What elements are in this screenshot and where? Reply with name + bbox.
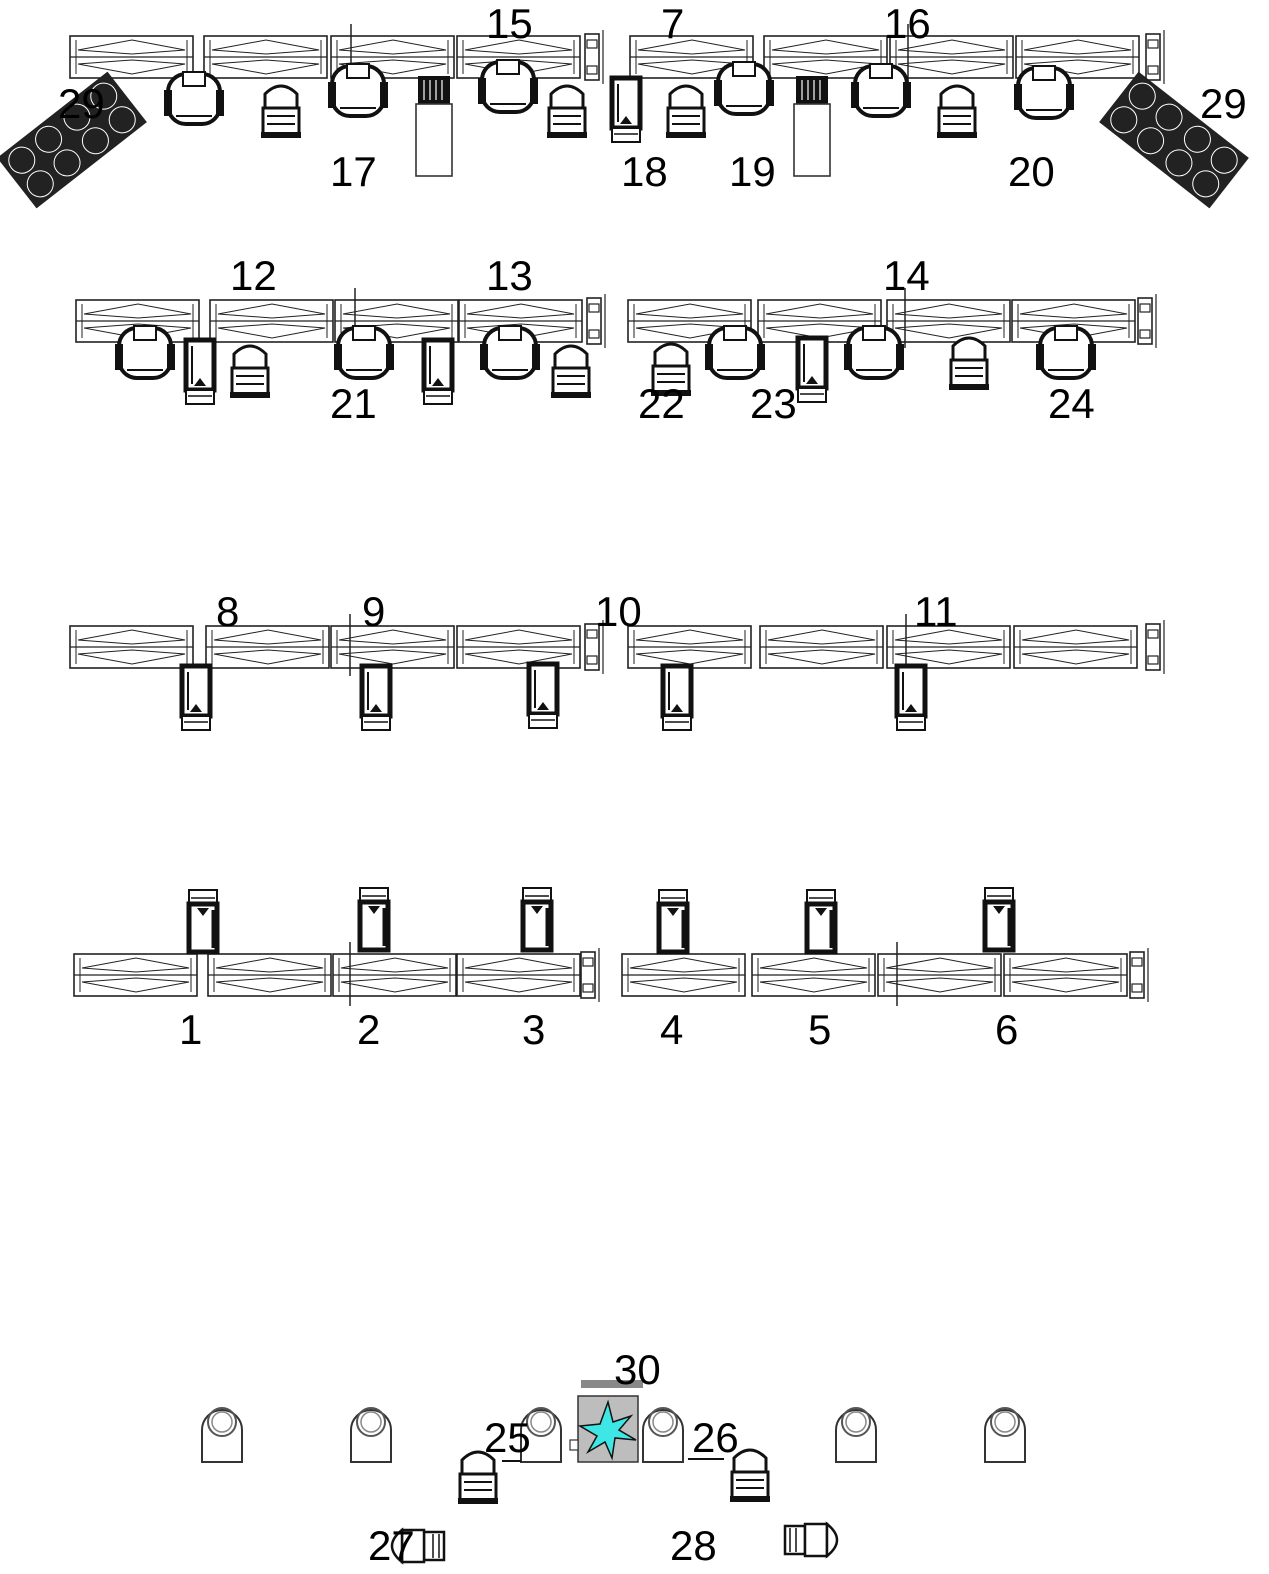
label-14: 14 [883, 252, 930, 299]
wash-fixture [1034, 324, 1098, 380]
truss-row-top [0, 24, 1250, 209]
label-5: 5 [808, 1006, 831, 1053]
wash-fixture [849, 62, 913, 118]
wash-fixture [476, 58, 540, 114]
floor-can [350, 1407, 392, 1463]
label-27: 27 [368, 1522, 415, 1569]
label-3: 3 [522, 1006, 545, 1053]
spot-fixture [545, 84, 589, 140]
label-23: 23 [750, 380, 797, 427]
label-17: 17 [330, 148, 377, 195]
label-4: 4 [660, 1006, 683, 1053]
narrow-fixture [529, 664, 557, 728]
label-7: 7 [661, 0, 684, 47]
label-18: 18 [621, 148, 668, 195]
spot-fixture [228, 344, 272, 400]
label-28: 28 [670, 1522, 717, 1569]
narrow-fixture [424, 340, 452, 404]
narrow-fixture [663, 666, 691, 730]
spot-fixture [259, 84, 303, 140]
label-10: 10 [595, 588, 642, 635]
label-29-right: 29 [1200, 80, 1247, 127]
label-16: 16 [884, 0, 931, 47]
narrow-up-fixture [807, 890, 835, 952]
floor-can [835, 1407, 877, 1463]
label-29-left: 29 [58, 80, 105, 127]
floor-can [984, 1407, 1026, 1463]
label-1: 1 [179, 1006, 202, 1053]
wash-fixture [1012, 64, 1076, 120]
label-20: 20 [1008, 148, 1055, 195]
label-21: 21 [330, 380, 377, 427]
label-30: 30 [614, 1346, 661, 1393]
label-2: 2 [357, 1006, 380, 1053]
wash-fixture [712, 60, 776, 116]
truss-row-third [69, 614, 1165, 730]
label-12: 12 [230, 252, 277, 299]
truss-row-bottom [73, 888, 1149, 1006]
wash-fixture [703, 324, 767, 380]
floor-can [201, 1407, 243, 1463]
label-8: 8 [216, 588, 239, 635]
wash-fixture [162, 70, 226, 126]
truss-row-second [75, 288, 1157, 404]
label-6: 6 [995, 1006, 1018, 1053]
narrow-up-fixture [659, 890, 687, 952]
narrow-fixture [186, 340, 214, 404]
narrow-fixture [182, 666, 210, 730]
narrow-up-fixture [189, 890, 217, 952]
label-15: 15 [486, 0, 533, 47]
narrow-fixture [798, 338, 826, 402]
narrow-fixture [612, 78, 640, 142]
long-fixture [415, 75, 453, 177]
wash-fixture [842, 324, 906, 380]
wash-fixture [113, 324, 177, 380]
narrow-up-fixture [523, 888, 551, 950]
center-effect-box [569, 1380, 643, 1463]
label-24: 24 [1048, 380, 1095, 427]
label-19: 19 [729, 148, 776, 195]
narrow-up-fixture [985, 888, 1013, 950]
spot-fixture [947, 336, 991, 392]
long-fixture [793, 75, 831, 177]
narrow-fixture [362, 666, 390, 730]
spot-fixture [549, 344, 593, 400]
star-icon [577, 1399, 637, 1461]
label-11: 11 [914, 588, 958, 635]
floor-can [642, 1407, 684, 1463]
narrow-up-fixture [360, 888, 388, 950]
label-13: 13 [486, 252, 533, 299]
position-labels: 15 7 16 29 29 17 18 19 20 12 13 14 21 22… [58, 0, 1247, 1569]
floor-area [201, 1380, 1026, 1564]
label-9: 9 [362, 588, 385, 635]
spot-fixture [664, 84, 708, 140]
truss-right-half [629, 24, 1165, 85]
wash-fixture [326, 62, 390, 118]
narrow-fixture [897, 666, 925, 730]
label-22: 22 [638, 380, 685, 427]
wash-fixture [332, 324, 396, 380]
side-fixture-right [783, 1522, 839, 1558]
label-26: 26 [692, 1414, 739, 1461]
wash-fixture [478, 324, 542, 380]
spot-fixture [935, 84, 979, 140]
label-25: 25 [484, 1414, 531, 1461]
